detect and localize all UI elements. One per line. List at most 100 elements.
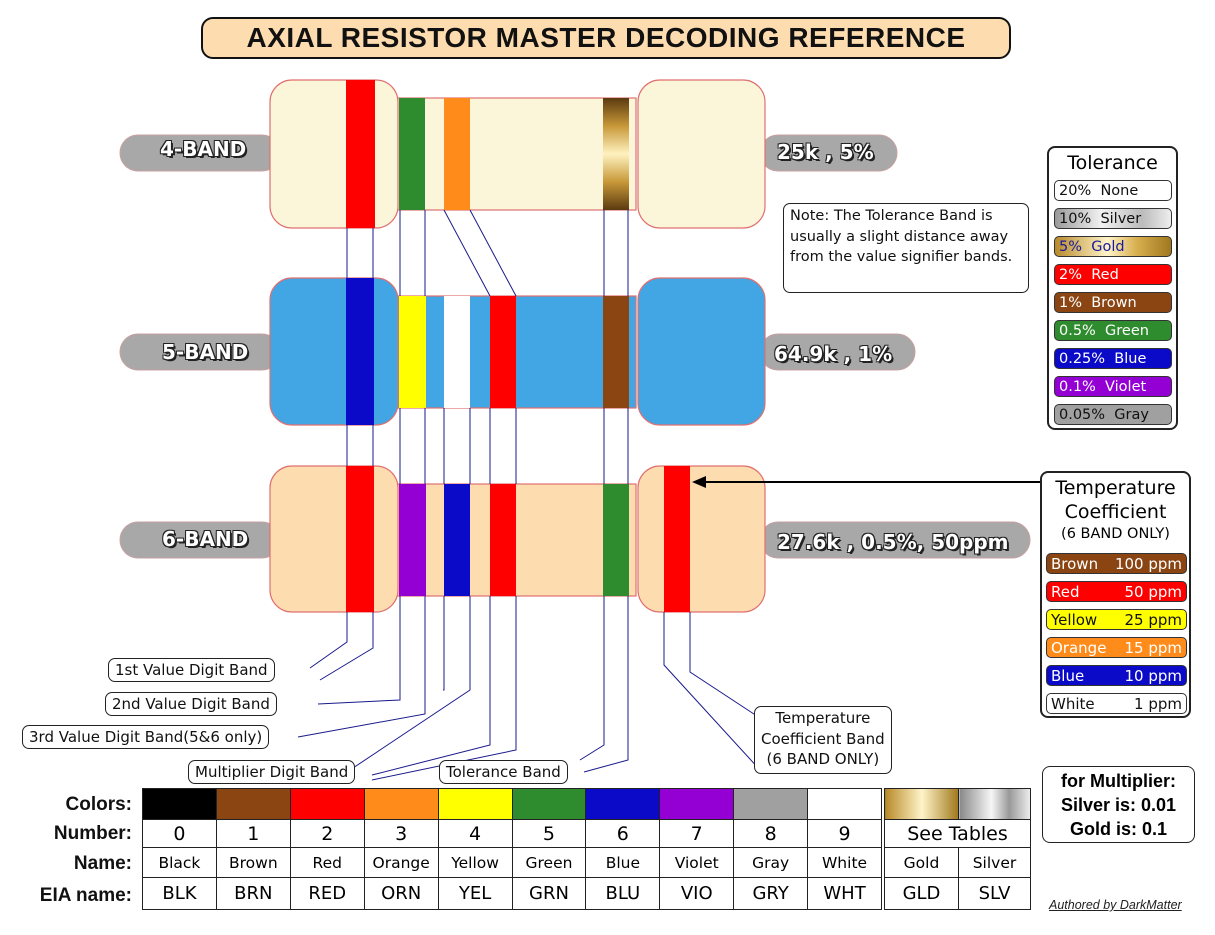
tempco-ppm: 25 ppm: [1124, 611, 1182, 629]
color-band: [444, 484, 470, 596]
tempco-ppm: 1 ppm: [1134, 695, 1182, 713]
resistor-body: [396, 97, 637, 211]
page-title: AXIAL RESISTOR MASTER DECODING REFERENCE: [201, 17, 1011, 59]
leader-line: [349, 596, 471, 771]
tolerance-item: 0.25% Blue: [1054, 348, 1172, 369]
tolerance-item: 0.05% Gray: [1054, 404, 1172, 425]
color-swatch: [289, 788, 365, 820]
end-cap-right: [637, 465, 766, 613]
callout-tempco-line3: (6 BAND ONLY): [766, 750, 880, 768]
leader-line: [371, 596, 517, 781]
leader-line: [297, 596, 426, 738]
callout-tolerance: Tolerance Band: [439, 760, 568, 784]
resistor-body: [396, 483, 637, 597]
tempco-subtitle: (6 BAND ONLY): [1061, 526, 1170, 542]
resistor-value-6: 27.6k , 0.5%, 50ppm: [777, 530, 1009, 554]
color-swatch: [659, 788, 735, 820]
callout-second-digit: 2nd Value Digit Band: [105, 692, 277, 716]
tempco-color: Orange: [1051, 639, 1107, 657]
color-name: Blue: [585, 847, 661, 878]
tolerance-note: Note: The Tolerance Band is usually a sl…: [783, 203, 1029, 293]
color-swatch: [363, 788, 439, 820]
color-band: [664, 466, 690, 612]
color-name: Red: [289, 847, 365, 878]
tempco-title-1: Temperature: [1055, 477, 1176, 499]
color-band: [490, 296, 516, 408]
color-eia: BLK: [142, 877, 217, 910]
color-name: Brown: [215, 847, 291, 878]
color-band: [444, 296, 470, 408]
multiplier-note-line3: Gold is: 0.1: [1069, 819, 1168, 839]
leader-line: [371, 596, 491, 776]
color-name: Orange: [363, 847, 439, 878]
color-name: Gray: [733, 847, 809, 878]
resistor-value-4: 25k , 5%: [777, 140, 874, 164]
see-tables: See Tables: [884, 819, 1031, 848]
end-cap-left: [269, 277, 399, 426]
gold-swatch: [884, 788, 959, 820]
color-eia: VIO: [659, 877, 735, 910]
tempco-ppm: 50 ppm: [1124, 583, 1182, 601]
end-cap-left: [269, 79, 399, 229]
color-swatch: [807, 788, 882, 820]
tolerance-item: 2% Red: [1054, 264, 1172, 285]
color-number: 8: [733, 819, 809, 848]
author-credit[interactable]: Authored by DarkMatter: [1049, 898, 1182, 912]
color-number: 1: [215, 819, 291, 848]
color-swatch: [142, 788, 217, 820]
tempco-item: Yellow 25 ppm: [1046, 609, 1187, 630]
color-band: [603, 98, 629, 210]
color-eia: BRN: [215, 877, 291, 910]
resistor-5-band: [119, 277, 916, 426]
color-name: White: [807, 847, 882, 878]
leader-line: [317, 596, 401, 705]
tempco-color: Brown: [1051, 555, 1099, 573]
end-cap-right: [637, 277, 766, 426]
silver-eia: SLV: [958, 877, 1031, 910]
tempco-color: Yellow: [1051, 611, 1098, 629]
color-number: 0: [142, 819, 217, 848]
tolerance-item: 10% Silver: [1054, 208, 1172, 229]
color-band: [399, 98, 425, 210]
callout-tempco-line1: Temperature: [775, 709, 871, 727]
callout-third-digit: 3rd Value Digit Band(5&6 only): [22, 725, 270, 749]
color-eia: RED: [289, 877, 365, 910]
silver-name: Silver: [958, 847, 1031, 878]
silver-swatch: [958, 788, 1031, 820]
arrow-head-icon: [692, 476, 706, 488]
color-name: Yellow: [437, 847, 513, 878]
color-band: [346, 278, 374, 425]
color-band: [490, 484, 516, 596]
leader-line: [663, 612, 761, 771]
color-band: [603, 484, 629, 596]
resistor-value-5: 64.9k , 1%: [774, 342, 893, 366]
band-type-label-4: 4-BAND: [160, 137, 247, 161]
tempco-color: Blue: [1051, 667, 1085, 685]
color-eia: BLU: [585, 877, 661, 910]
gold-name: Gold: [884, 847, 959, 878]
resistor-6-band: [119, 465, 1031, 613]
color-number: 3: [363, 819, 439, 848]
color-band: [444, 98, 470, 210]
color-number: 2: [289, 819, 365, 848]
leader-line: [583, 596, 629, 773]
tolerance-item: 5% Gold: [1054, 236, 1172, 257]
color-band: [399, 296, 426, 408]
leader-line: [469, 209, 517, 297]
leader-line: [443, 209, 491, 297]
leader-line: [319, 612, 374, 681]
band-type-label-5: 5-BAND: [162, 340, 249, 364]
color-band: [399, 484, 426, 596]
tempco-item: Brown 100 ppm: [1046, 553, 1187, 574]
callout-first-digit: 1st Value Digit Band: [108, 658, 275, 682]
callout-multiplier: Multiplier Digit Band: [188, 760, 356, 784]
tempco-ppm: 100 ppm: [1114, 555, 1182, 573]
